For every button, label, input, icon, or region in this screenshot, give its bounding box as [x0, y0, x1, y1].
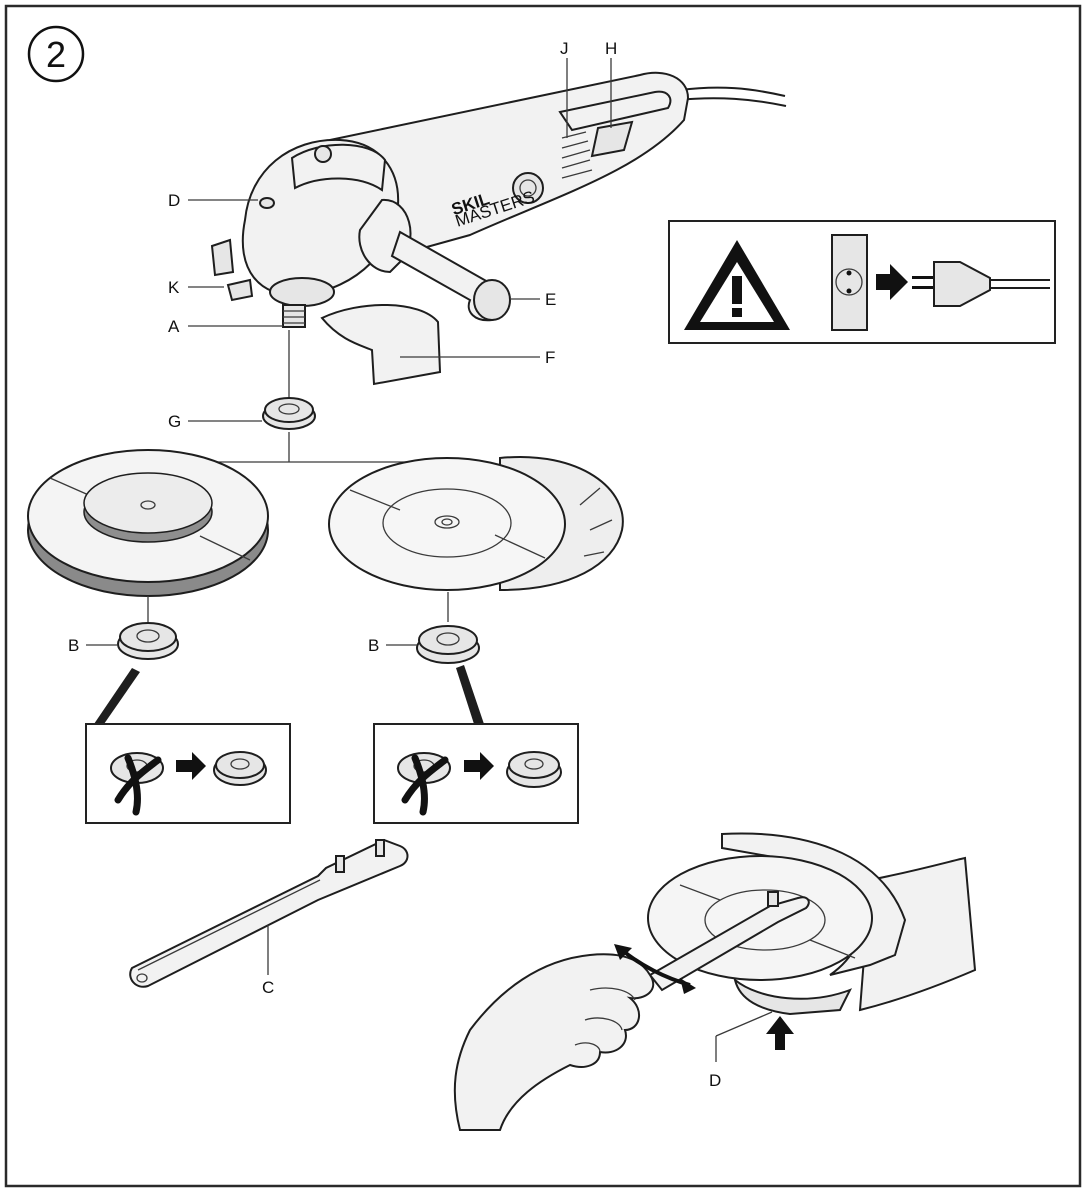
grinding-disc — [27, 449, 269, 597]
warning-triangle-icon — [684, 240, 790, 330]
label-b-right: B — [368, 636, 379, 655]
outer-frame — [4, 4, 1082, 1188]
push-up-arrow-icon — [766, 1016, 794, 1050]
right-arrow-icon — [176, 752, 206, 780]
label-h: H — [605, 39, 617, 58]
nut-orientation-callout-right — [373, 723, 579, 824]
nut-wrong-orientation-right — [397, 752, 451, 816]
unplug-warning-box — [668, 220, 1056, 344]
nut-orientation-callout-left — [85, 723, 291, 824]
right-arrow-icon — [464, 752, 494, 780]
step-number: 2 — [46, 34, 66, 75]
nut-correct-orientation-right — [506, 751, 562, 788]
cutting-disc — [328, 456, 624, 592]
step-number-badge: 2 — [27, 25, 85, 83]
unplug-from-socket-icon — [831, 234, 1050, 331]
label-k: K — [168, 278, 180, 297]
label-a: A — [168, 317, 180, 336]
clamping-nut-right — [416, 625, 480, 664]
label-g: G — [168, 412, 181, 431]
angle-grinder: SKIL MASTERS — [210, 71, 787, 386]
label-d-bottom: D — [709, 1071, 721, 1090]
label-d-spindle-lock: D — [168, 191, 180, 210]
label-e: E — [545, 290, 556, 309]
clamping-nut-left — [117, 622, 179, 660]
disc-removal-illustration — [453, 832, 977, 1131]
nut-correct-orientation — [213, 751, 267, 786]
label-b-left: B — [68, 636, 79, 655]
label-f: F — [545, 348, 555, 367]
cross-out-icon — [114, 754, 162, 816]
label-c: C — [262, 978, 274, 997]
label-j: J — [560, 39, 569, 58]
cross-out-icon — [401, 754, 449, 816]
nut-wrong-orientation — [110, 752, 164, 816]
two-pin-spanner-c — [129, 838, 409, 988]
leader-lines — [86, 58, 612, 646]
mounting-flange-g — [262, 397, 316, 430]
